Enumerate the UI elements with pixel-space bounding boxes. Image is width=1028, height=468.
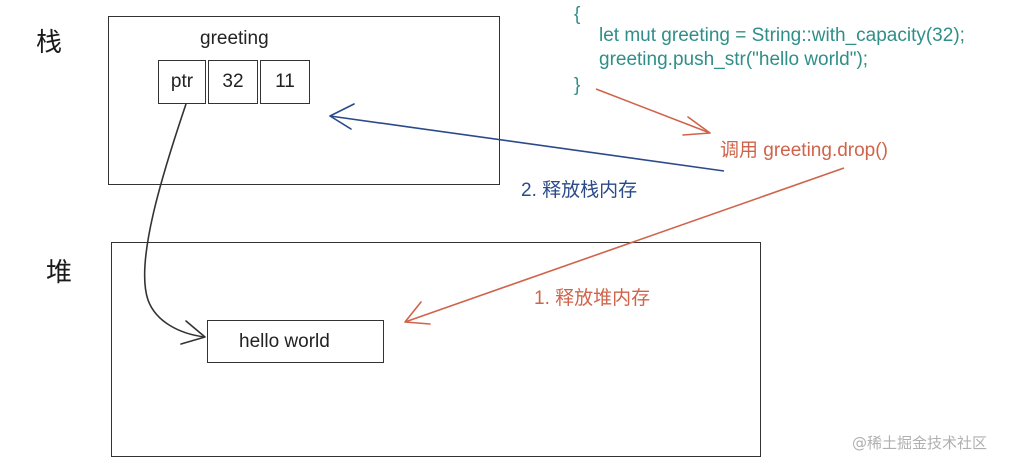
- code-line-1: let mut greeting = String::with_capacity…: [599, 25, 965, 46]
- stack-label: 栈: [36, 28, 63, 58]
- ptr-cell: ptr: [158, 60, 206, 104]
- free-heap-arrow: [404, 167, 845, 323]
- code-to-drop-arrow-head: [682, 116, 711, 136]
- stack-region: [108, 16, 500, 185]
- capacity-cell: 32: [208, 60, 258, 104]
- free-heap-label: 1. 释放堆内存: [534, 288, 651, 309]
- stack-var-name: greeting: [200, 28, 269, 49]
- heap-region: [111, 242, 761, 457]
- heap-label: 堆: [46, 258, 73, 288]
- free-heap-arrow-head: [404, 301, 431, 325]
- drop-call-label: 调用 greeting.drop(): [720, 140, 888, 161]
- ptr-arrow-head: [180, 320, 206, 345]
- code-line-2: greeting.push_str("hello world");: [599, 49, 869, 70]
- length-cell: 11: [260, 60, 310, 104]
- free-stack-label: 2. 释放栈内存: [521, 180, 638, 201]
- code-to-drop-arrow: [595, 88, 711, 134]
- watermark-text: @稀土掘金技术社区: [852, 434, 988, 452]
- ptr-arrow: [143, 103, 206, 338]
- free-stack-arrow: [329, 115, 725, 172]
- free-stack-arrow-head: [329, 103, 355, 130]
- heap-value-box: hello world: [207, 320, 384, 363]
- code-close-brace: }: [574, 75, 581, 96]
- code-open-brace: {: [574, 4, 581, 25]
